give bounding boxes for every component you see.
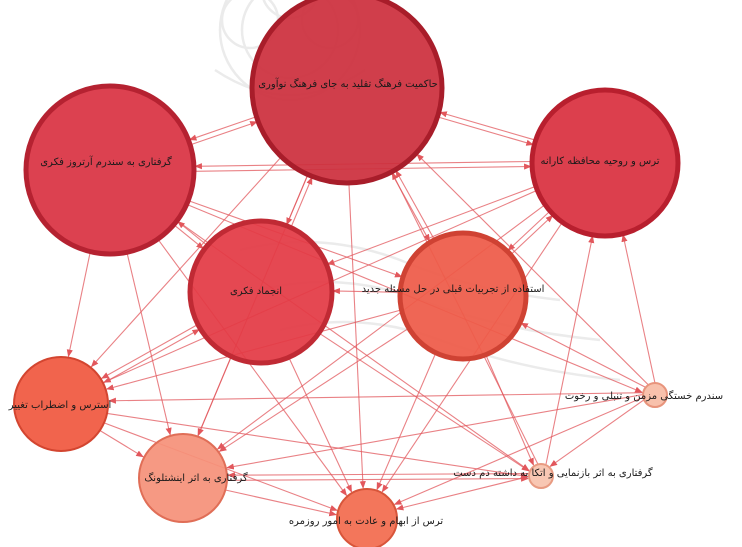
edge-n9-n5: [520, 322, 646, 388]
edge-n9-n6: [108, 392, 644, 404]
node-label-n10: گرفتاری به اثر بازنمایی و اتکا به داشته …: [453, 467, 653, 479]
edge-n2-n6: [66, 251, 91, 358]
edge-n5-n10: [485, 354, 535, 466]
edge-n6-n10: [107, 412, 529, 479]
edge-n5-n1: [395, 169, 435, 241]
node-n6: [13, 356, 109, 452]
edge-n10-n8: [395, 475, 529, 511]
node-n2: [23, 83, 197, 257]
node-label-n7: گرفتاری به اثر اینشتلونگ: [144, 472, 248, 484]
node-label-n5: استفاده از تجربیات قبلی در حل مسئله جدید: [362, 284, 545, 295]
edge-n2-n4: [173, 224, 204, 250]
labels-layer: حاکمیت فرهنگ تقلید به جای فرهنگ نوآوری گر…: [8, 77, 723, 527]
edge-n4-n10: [318, 332, 530, 472]
node-n7: [138, 433, 228, 523]
nodes-layer: [13, 0, 681, 547]
edge-n1-n8: [348, 182, 366, 489]
node-n3: [529, 87, 681, 239]
edge-n3-n1: [439, 111, 536, 141]
edge-n6-n4: [102, 328, 201, 384]
edge-n3-n5: [507, 210, 551, 251]
edge-n4-n7: [197, 356, 232, 437]
edge-n4-n8: [288, 357, 353, 493]
node-n8: [336, 488, 398, 547]
edge-n5-n7: [218, 327, 410, 452]
edge-n6-n7: [99, 430, 144, 458]
node-label-n9: سندرم خستگی مزمن و تنبلی و رخوت: [565, 390, 723, 402]
edge-n9-n1: [416, 153, 649, 386]
edge-n1-n2: [188, 116, 257, 141]
edge-n5-n8: [376, 352, 437, 491]
node-label-n4: انجماد فکری: [230, 286, 282, 297]
edge-n1-n3: [437, 116, 534, 146]
node-n1: [249, 0, 445, 186]
node-label-n3: ترس و روحیه محافظه کارانه: [540, 156, 659, 167]
edge-n9-n8: [393, 396, 644, 505]
edge-n1-n6: [90, 156, 282, 368]
edge-n4-n6: [101, 324, 199, 379]
node-n4: [187, 218, 335, 366]
edge-n9-n10: [549, 399, 645, 467]
node-label-n6: استرس و اضطراب تغییر: [8, 400, 112, 411]
edge-n2-n1: [190, 121, 258, 146]
edge-n4-n2: [177, 221, 208, 246]
node-n9: [642, 382, 668, 408]
edge-n7-n10: [226, 475, 529, 482]
node-label-n1: حاکمیت فرهنگ تقلید به جای فرهنگ نوآوری: [258, 77, 438, 90]
edge-n3-n4: [326, 185, 536, 265]
edge-n9-n3: [621, 234, 656, 383]
edge-n4-n1: [290, 176, 313, 228]
edge-n10-n3: [545, 235, 595, 465]
edge-n5-n3: [510, 214, 554, 256]
edge-n2-n7: [126, 252, 172, 436]
edge-n5-n4: [332, 287, 401, 295]
edge-n9-n7: [226, 394, 643, 470]
node-label-n2: گرفتاری به سندرم آرتروز فکری: [40, 155, 172, 168]
node-n10: [528, 463, 554, 489]
node-label-n8: ترس از ابهام و عادت به امور روزمره: [289, 516, 444, 527]
node-n5: [397, 230, 529, 362]
edge-n7-n8: [225, 489, 337, 517]
edge-n10-n7: [227, 472, 530, 479]
